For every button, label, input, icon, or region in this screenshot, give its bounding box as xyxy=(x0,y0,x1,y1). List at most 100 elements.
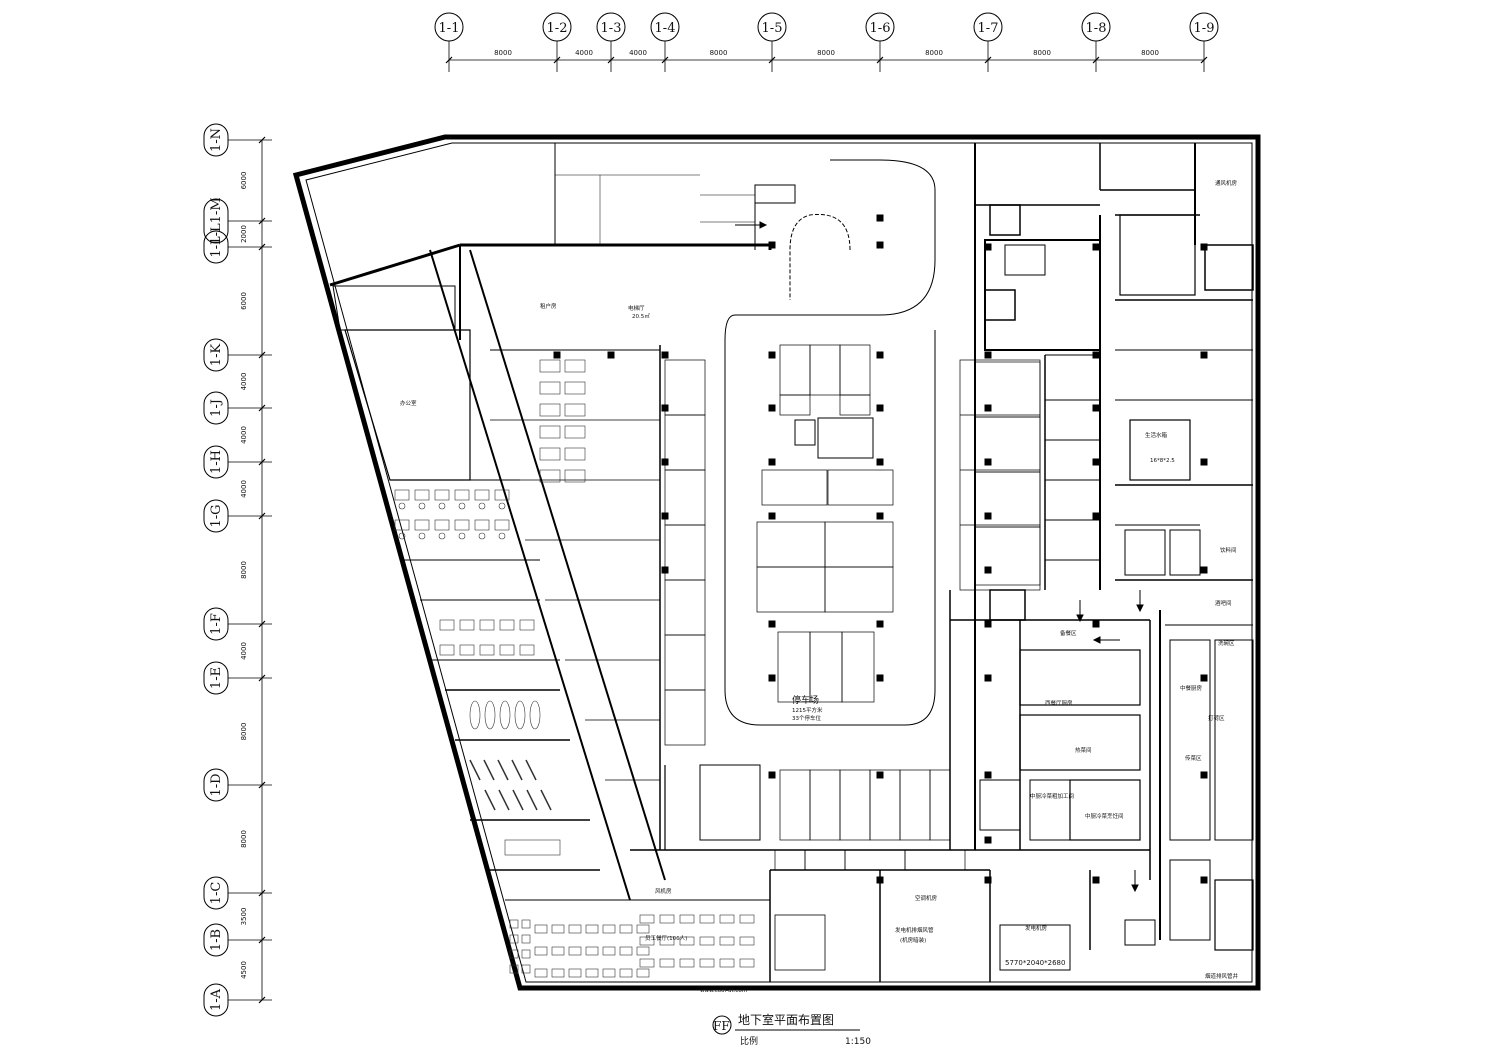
parking-stall xyxy=(844,849,906,871)
water-tank-label: 生活水箱 xyxy=(1145,431,1168,439)
grid-dimension-left: 4000 xyxy=(240,480,248,498)
dining-table xyxy=(509,919,519,929)
dining-table xyxy=(521,934,531,944)
desk xyxy=(539,469,561,483)
dining-table xyxy=(699,958,715,968)
grid-dimension-top: 8000 xyxy=(817,49,835,57)
dining-table xyxy=(619,946,633,956)
meeting-table xyxy=(469,700,481,730)
column xyxy=(876,771,884,779)
parking-stall xyxy=(664,524,706,581)
grid-label-left: 1-G xyxy=(209,504,224,527)
desk xyxy=(539,447,561,461)
desk xyxy=(539,381,561,395)
tenant-room-label: 租户房 xyxy=(540,302,557,310)
column xyxy=(661,512,669,520)
dining-tables xyxy=(509,914,755,978)
column xyxy=(1092,404,1100,412)
column xyxy=(876,674,884,682)
locker xyxy=(525,759,537,781)
desk xyxy=(394,519,410,531)
desk xyxy=(434,519,450,531)
grid-label-left: 1-A xyxy=(209,988,224,1011)
parking-stall xyxy=(777,631,811,703)
desk xyxy=(494,519,510,531)
grid-label-top: 1-2 xyxy=(547,21,568,36)
parking-stall xyxy=(779,394,811,416)
column xyxy=(768,351,776,359)
desk xyxy=(474,489,490,501)
column xyxy=(1092,620,1100,628)
dining-table xyxy=(534,924,548,934)
dining-table xyxy=(639,958,655,968)
grid-label-left: 1-E xyxy=(209,667,224,689)
desk xyxy=(564,403,586,417)
locker xyxy=(469,759,481,781)
dining-table xyxy=(602,924,616,934)
dining-table xyxy=(509,949,519,959)
parking-stall xyxy=(929,769,951,841)
air-room-label: 通风机房 xyxy=(1215,179,1238,187)
zhongcan-label: 中餐厨房 xyxy=(1180,684,1203,692)
column xyxy=(607,351,615,359)
parking-stall xyxy=(756,566,826,613)
desk xyxy=(414,489,430,501)
desk xyxy=(394,489,410,501)
dining-table xyxy=(739,914,755,924)
meeting-table xyxy=(529,700,541,730)
beverage-label: 饮料间 xyxy=(1220,546,1237,554)
column xyxy=(984,674,992,682)
grid-dimension-left: 8000 xyxy=(240,723,248,741)
fan-room-label: 风机房 xyxy=(655,887,672,895)
locker xyxy=(511,759,523,781)
desk xyxy=(539,425,561,439)
chair xyxy=(478,532,486,540)
column xyxy=(1200,458,1208,466)
chair xyxy=(498,532,506,540)
chair xyxy=(458,532,466,540)
column xyxy=(768,458,776,466)
dining-table xyxy=(585,924,599,934)
office-desks xyxy=(394,359,586,856)
parking-stall xyxy=(664,689,706,746)
traffic-arrows xyxy=(735,221,1144,893)
column xyxy=(661,404,669,412)
meeting-table xyxy=(484,700,496,730)
parking-stall xyxy=(899,769,931,841)
desk xyxy=(564,447,586,461)
dining-table xyxy=(659,958,675,968)
locker xyxy=(484,789,496,811)
cold-dish-kitchen-label: 中厨冷菜粗加工间 xyxy=(1030,792,1074,800)
parking-stall xyxy=(839,344,871,396)
dish-area-label: 备餐区 xyxy=(1060,629,1077,637)
column xyxy=(984,771,992,779)
bench xyxy=(504,839,561,856)
dining-table xyxy=(636,946,650,956)
dining-table xyxy=(699,936,715,946)
grid-dimension-left: 8000 xyxy=(240,561,248,579)
parking-stall xyxy=(804,849,846,871)
column xyxy=(1092,243,1100,251)
parking-stall xyxy=(904,849,966,871)
desk xyxy=(499,644,515,656)
column xyxy=(1200,243,1208,251)
grid-dimension-left: 4000 xyxy=(240,373,248,391)
parking-stall xyxy=(779,344,811,396)
grid-label-top: 1-5 xyxy=(762,21,783,36)
desk xyxy=(474,519,490,531)
title-block: FF 地下室平面布置图 比例 1:150 xyxy=(712,1012,871,1047)
grid-label-left: 1-L1-M xyxy=(209,197,224,244)
desk xyxy=(414,519,430,531)
grid-label-top: 1-8 xyxy=(1086,21,1107,36)
dining-table xyxy=(521,964,531,974)
locker xyxy=(526,789,538,811)
parking-stall xyxy=(839,769,871,841)
pass-area-label: 传菜区 xyxy=(1185,754,1202,762)
office-room-label: 办公室 xyxy=(400,399,417,407)
parking-ramp xyxy=(555,159,936,726)
parking-stall xyxy=(841,631,875,703)
desk xyxy=(454,489,470,501)
dining-table xyxy=(699,914,715,924)
desk xyxy=(459,619,475,631)
